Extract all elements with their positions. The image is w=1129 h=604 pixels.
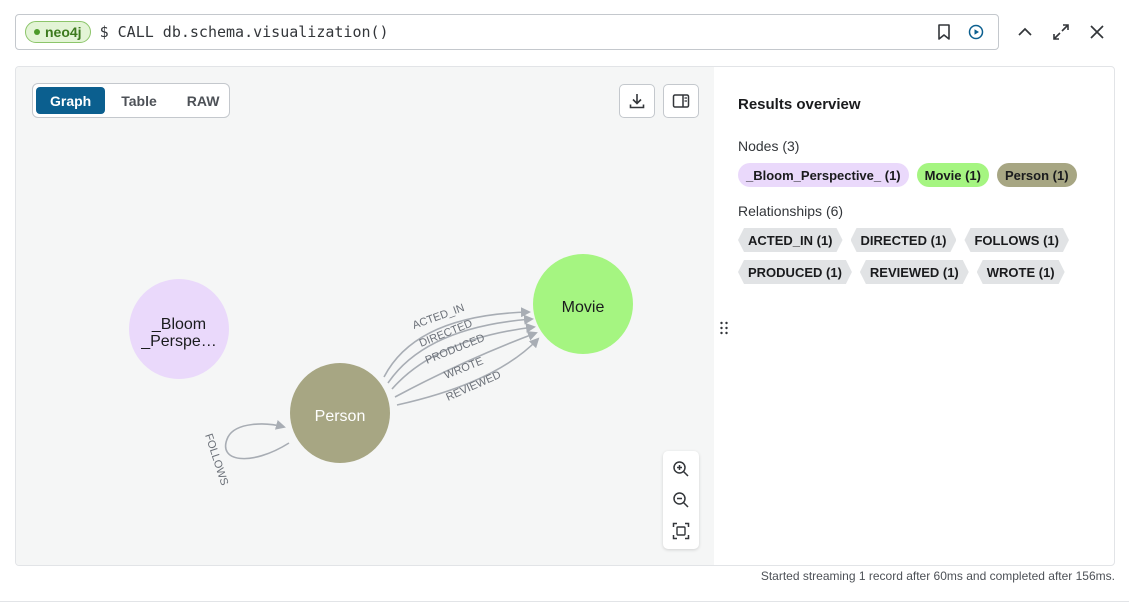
node-label-bloom-line2: _Perspe… — [140, 333, 217, 350]
node-pill-bloom-perspective[interactable]: _Bloom_Perspective_ (1) — [738, 163, 909, 187]
bookmark-icon[interactable] — [934, 22, 954, 42]
zoom-out-icon[interactable] — [669, 488, 693, 512]
rel-pill-acted-in[interactable]: ACTED_IN (1) — [738, 228, 843, 252]
nodes-count-label: Nodes (3) — [738, 138, 800, 154]
drag-handle-icon — [720, 321, 728, 335]
zoom-controls — [663, 451, 699, 549]
close-icon[interactable] — [1085, 20, 1109, 44]
query-bar: neo4j $ CALL db.schema.visualization() — [15, 14, 999, 50]
zoom-in-icon[interactable] — [669, 457, 693, 481]
download-button[interactable] — [619, 84, 655, 118]
relationships-count-label: Relationships (6) — [738, 203, 844, 219]
query-editor[interactable]: $ CALL db.schema.visualization() — [100, 23, 934, 41]
divider — [0, 601, 1129, 602]
toggle-panel-button[interactable] — [663, 84, 699, 118]
results-overview: Results overview Nodes (3) _Bloom_Perspe… — [738, 67, 1114, 565]
node-pill-person[interactable]: Person (1) — [996, 163, 1077, 187]
node-label-bloom-line1: _Bloom — [151, 316, 206, 333]
view-toggle: Graph Table RAW — [32, 83, 230, 118]
rel-pill-follows[interactable]: FOLLOWS (1) — [964, 228, 1069, 252]
graph-canvas[interactable]: ACTED_IN DIRECTED PRODUCED WROTE REVIEWE… — [16, 67, 714, 565]
rel-pill-produced[interactable]: PRODUCED (1) — [738, 260, 852, 284]
tab-raw[interactable]: RAW — [186, 92, 220, 109]
result-card: ACTED_IN DIRECTED PRODUCED WROTE REVIEWE… — [15, 66, 1115, 566]
overview-title: Results overview — [738, 96, 861, 113]
node-person[interactable] — [290, 363, 390, 463]
tab-table[interactable]: Table — [121, 92, 157, 109]
relationship-pills-row-1: ACTED_IN (1) DIRECTED (1) FOLLOWS (1) — [738, 228, 1069, 252]
fullscreen-icon[interactable] — [1049, 20, 1073, 44]
edge-acted-in[interactable] — [383, 307, 531, 378]
download-icon — [629, 94, 645, 109]
node-pill-movie[interactable]: Movie (1) — [916, 163, 989, 187]
edge-produced[interactable] — [391, 323, 536, 390]
edge-follows[interactable] — [225, 420, 290, 460]
collapse-icon[interactable] — [1013, 20, 1037, 44]
query-prompt: $ — [99, 23, 109, 41]
fit-to-screen-icon[interactable] — [669, 519, 693, 543]
node-label-person: Person — [315, 408, 366, 425]
rel-pill-directed[interactable]: DIRECTED (1) — [851, 228, 957, 252]
rel-pill-wrote[interactable]: WROTE (1) — [977, 260, 1065, 284]
query-status: Started streaming 1 record after 60ms an… — [760, 569, 1115, 583]
node-label-movie: Movie — [562, 299, 605, 316]
node-pills: _Bloom_Perspective_ (1) Movie (1) Person… — [738, 163, 1077, 187]
tab-graph[interactable]: Graph — [36, 87, 106, 114]
panel-resize-handle[interactable] — [719, 321, 729, 335]
database-status-dot — [34, 29, 40, 35]
database-badge[interactable]: neo4j — [25, 21, 91, 43]
database-name: neo4j — [45, 24, 82, 40]
relationship-pills-row-2: PRODUCED (1) REVIEWED (1) WROTE (1) — [738, 260, 1065, 284]
run-query-icon[interactable] — [966, 22, 986, 42]
edge-directed[interactable] — [387, 314, 534, 384]
rel-pill-reviewed[interactable]: REVIEWED (1) — [860, 260, 969, 284]
edge-reviewed[interactable] — [396, 337, 540, 406]
graph-pane[interactable]: ACTED_IN DIRECTED PRODUCED WROTE REVIEWE… — [16, 67, 714, 565]
edge-wrote[interactable] — [394, 331, 538, 398]
side-panel-icon — [672, 94, 690, 108]
node-movie[interactable] — [533, 254, 633, 354]
node-bloom-perspective[interactable] — [129, 279, 229, 379]
query-text: CALL db.schema.visualization() — [117, 23, 389, 41]
